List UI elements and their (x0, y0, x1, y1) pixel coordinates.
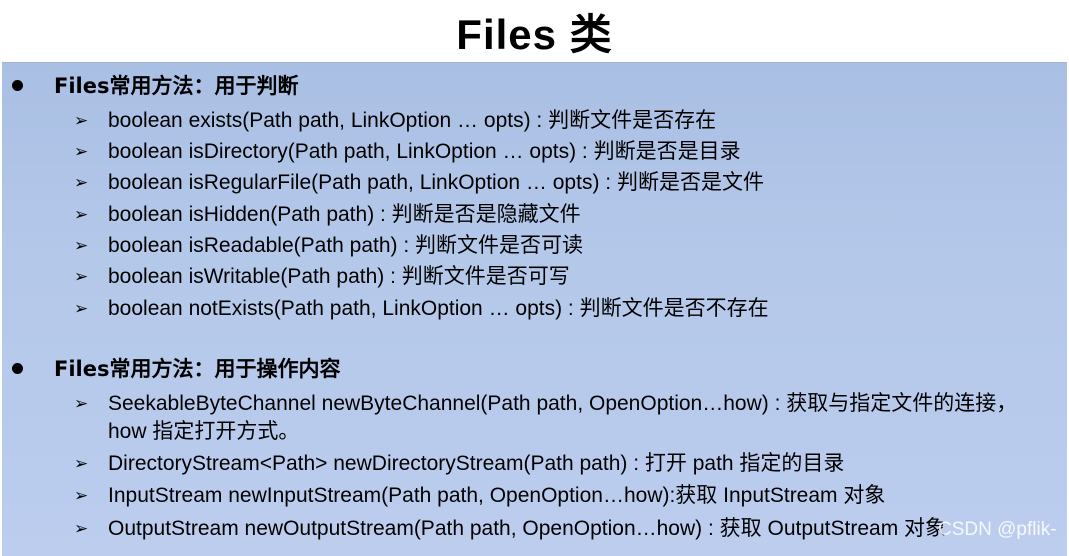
arrow-bullet-icon: ➢ (74, 299, 89, 318)
arrow-bullet-icon: ➢ (74, 519, 89, 538)
list-item: ➢ boolean isDirectory(Path path, LinkOpt… (74, 138, 741, 166)
arrow-bullet-icon: ➢ (74, 454, 89, 473)
title-bar: Files 类 (0, 0, 1069, 62)
method-text: InputStream newInputStream(Path path, Op… (108, 484, 886, 507)
list-item: ➢ boolean isReadable(Path path) : 判断文件是否… (74, 232, 583, 260)
arrow-bullet-icon: ➢ (74, 267, 89, 286)
list-item: ➢ SeekableByteChannel newByteChannel(Pat… (74, 390, 1048, 446)
arrow-bullet-icon: ➢ (74, 236, 89, 255)
method-text: boolean isHidden(Path path) : 判断是否是隐藏文件 (108, 203, 581, 226)
list-item: ➢ InputStream newInputStream(Path path, … (74, 482, 885, 510)
method-text: boolean exists(Path path, LinkOption … o… (108, 109, 717, 132)
arrow-bullet-icon: ➢ (74, 486, 89, 505)
list-item: ➢ DirectoryStream<Path> newDirectoryStre… (74, 450, 844, 478)
list-item: ➢ boolean exists(Path path, LinkOption …… (74, 107, 716, 135)
method-text: OutputStream newOutputStream(Path path, … (108, 517, 947, 540)
section-header-content-ops: Files常用方法：用于操作内容 (12, 353, 340, 383)
method-text: boolean notExists(Path path, LinkOption … (108, 297, 769, 320)
list-item: ➢ OutputStream newOutputStream(Path path… (74, 515, 946, 543)
list-item: ➢ boolean isRegularFile(Path path, LinkO… (74, 169, 764, 197)
list-item: ➢ boolean isHidden(Path path) : 判断是否是隐藏文… (74, 201, 581, 229)
method-text: boolean isRegularFile(Path path, LinkOpt… (108, 171, 764, 194)
method-text: DirectoryStream<Path> newDirectoryStream… (108, 452, 845, 475)
arrow-bullet-icon: ➢ (74, 205, 89, 224)
arrow-bullet-icon: ➢ (74, 142, 89, 161)
bullet-icon (12, 362, 23, 374)
method-text: boolean isDirectory(Path path, LinkOptio… (108, 140, 741, 163)
section-label: Files常用方法：用于操作内容 (54, 357, 341, 381)
section-label: Files常用方法：用于判断 (54, 74, 299, 98)
section-header-judgement: Files常用方法：用于判断 (12, 70, 298, 100)
method-text: boolean isReadable(Path path) : 判断文件是否可读 (108, 234, 584, 257)
method-text: boolean isWritable(Path path) : 判断文件是否可写 (108, 265, 570, 288)
content-panel: Files常用方法：用于判断 ➢ boolean exists(Path pat… (2, 62, 1067, 556)
method-text: SeekableByteChannel newByteChannel(Path … (108, 392, 1018, 443)
arrow-bullet-icon: ➢ (74, 173, 89, 192)
arrow-bullet-icon: ➢ (74, 111, 89, 130)
watermark: CSDN @pflik- (938, 519, 1057, 540)
page-title: Files 类 (456, 10, 613, 58)
arrow-bullet-icon: ➢ (74, 394, 89, 413)
list-item: ➢ boolean notExists(Path path, LinkOptio… (74, 295, 769, 323)
list-item: ➢ boolean isWritable(Path path) : 判断文件是否… (74, 263, 570, 291)
bullet-icon (12, 79, 23, 91)
